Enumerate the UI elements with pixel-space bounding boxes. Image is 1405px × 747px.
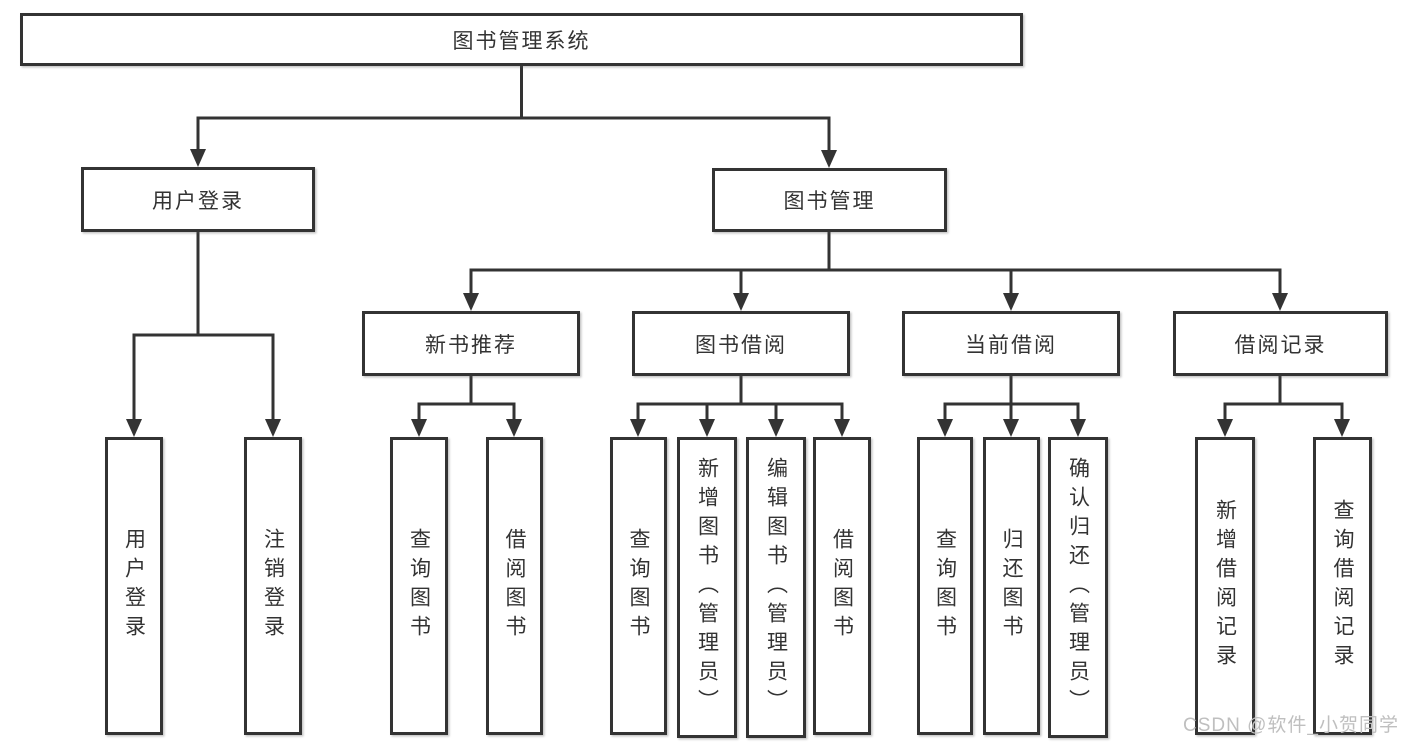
leaf-current-confirm-label: 确认归还（管理员） bbox=[1066, 457, 1090, 718]
node-root: 图书管理系统 bbox=[20, 13, 1023, 66]
node-book-borrow: 图书借阅 bbox=[632, 311, 850, 376]
leaf-borrow-borrow-label: 借阅图书 bbox=[830, 528, 854, 644]
leaf-current-confirm: 确认归还（管理员） bbox=[1048, 437, 1108, 738]
node-new-book: 新书推荐 bbox=[362, 311, 580, 376]
leaf-current-return-label: 归还图书 bbox=[1000, 528, 1023, 644]
leaf-logout-label: 注销登录 bbox=[261, 528, 285, 644]
leaf-record-query-label: 查询借阅记录 bbox=[1331, 499, 1354, 673]
leaf-borrow-borrow: 借阅图书 bbox=[813, 437, 871, 735]
leaf-newbook-borrow-label: 借阅图书 bbox=[503, 528, 526, 644]
leaf-logout: 注销登录 bbox=[244, 437, 302, 735]
leaf-user-login: 用户登录 bbox=[105, 437, 163, 735]
leaf-newbook-query: 查询图书 bbox=[390, 437, 448, 735]
leaf-newbook-borrow: 借阅图书 bbox=[486, 437, 543, 735]
leaf-record-add: 新增借阅记录 bbox=[1195, 437, 1255, 735]
leaf-record-query: 查询借阅记录 bbox=[1313, 437, 1372, 735]
node-user-login: 用户登录 bbox=[81, 167, 315, 232]
leaf-borrow-add: 新增图书（管理员） bbox=[677, 437, 737, 738]
leaf-current-return: 归还图书 bbox=[983, 437, 1040, 735]
leaf-current-query-label: 查询图书 bbox=[933, 528, 957, 644]
leaf-user-login-label: 用户登录 bbox=[122, 528, 146, 644]
node-current-borrow: 当前借阅 bbox=[902, 311, 1120, 376]
leaf-borrow-edit-label: 编辑图书（管理员） bbox=[764, 457, 788, 718]
leaf-newbook-query-label: 查询图书 bbox=[407, 528, 431, 644]
leaf-borrow-query-label: 查询图书 bbox=[627, 528, 650, 644]
leaf-borrow-query: 查询图书 bbox=[610, 437, 667, 735]
leaf-borrow-add-label: 新增图书（管理员） bbox=[695, 457, 719, 718]
leaf-borrow-edit: 编辑图书（管理员） bbox=[746, 437, 806, 738]
leaf-current-query: 查询图书 bbox=[917, 437, 973, 735]
watermark: CSDN @软件_小贺同学 bbox=[1183, 715, 1399, 736]
node-borrow-record: 借阅记录 bbox=[1173, 311, 1388, 376]
node-book-mgmt: 图书管理 bbox=[712, 168, 947, 232]
leaf-record-add-label: 新增借阅记录 bbox=[1213, 499, 1237, 673]
